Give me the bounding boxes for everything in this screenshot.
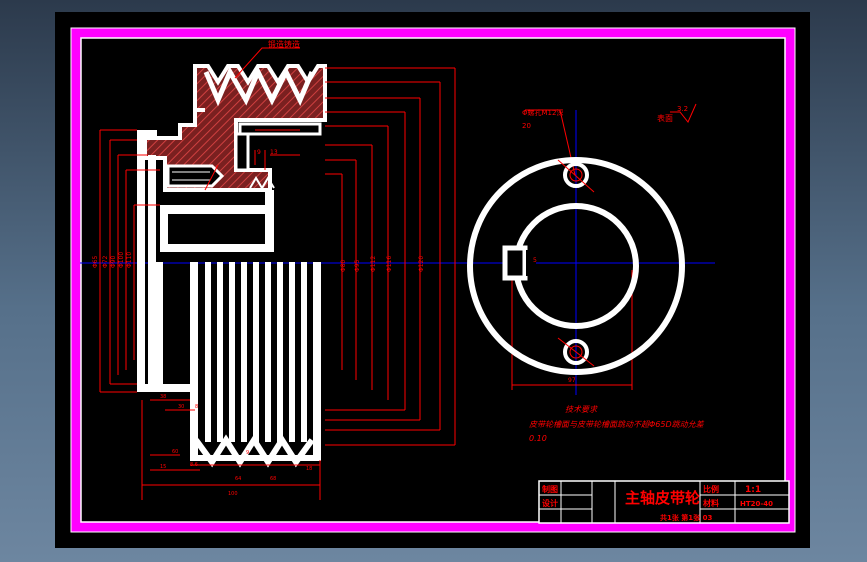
part-name: 主轴皮带轮 bbox=[625, 489, 700, 507]
hole-note-1: Φ螺孔M12深 bbox=[522, 108, 563, 117]
material-label: 材料 bbox=[703, 498, 719, 508]
dim-left-2: Φ90 bbox=[110, 255, 117, 268]
dim-bottom-8: 64 bbox=[235, 476, 241, 482]
section-view bbox=[137, 64, 327, 468]
title-block-text: 制图 设计 主轴皮带轮 比例 1:1 材料 HT20-40 共1张 第1张 03 bbox=[542, 484, 773, 522]
scale-label: 比例 bbox=[703, 484, 719, 494]
tech-req-text: 皮带轮槽面与皮带轮槽面跳动不超Φ65D跳动允差 bbox=[529, 420, 705, 429]
dim-bottom-5: 60 bbox=[172, 449, 178, 455]
drawn-label: 制图 bbox=[542, 484, 558, 494]
drawing-sheet bbox=[55, 12, 810, 548]
dim-bottom-9: 68 bbox=[270, 476, 276, 482]
dim-right-0: Φ80 bbox=[340, 259, 347, 272]
top-annotation: 锻造铸造 bbox=[268, 39, 300, 49]
dim-front: 97 bbox=[568, 377, 576, 384]
dim-bottom-0: 38 bbox=[160, 394, 166, 400]
dim-bottom-6: 8.6 bbox=[190, 462, 198, 468]
dim-small-2: 13 bbox=[270, 149, 278, 156]
dims-right-group: Φ80 Φ95 Φ112 Φ116 Φ120 bbox=[340, 256, 425, 272]
dim-bottom-1: 30 bbox=[178, 404, 184, 410]
outer-border bbox=[70, 27, 796, 533]
front-view bbox=[467, 157, 685, 375]
bolt-hole-bottom bbox=[563, 339, 589, 365]
dims-left-group: Φ65 Φ72 Φ90 Φ100 Φ110 bbox=[92, 252, 133, 268]
outer-circle bbox=[467, 157, 685, 375]
dim-left-3: Φ100 bbox=[118, 252, 125, 268]
dim-small-1: 9 bbox=[257, 149, 261, 156]
dim-right-2: Φ112 bbox=[370, 256, 377, 272]
inner-border bbox=[80, 37, 786, 523]
hole-note-2: 20 bbox=[522, 122, 531, 130]
dim-right-3: Φ116 bbox=[386, 256, 393, 272]
dim-bottom-2: 8 bbox=[195, 404, 198, 410]
dim-right-1: Φ95 bbox=[354, 259, 361, 272]
dim-keyway: 5 bbox=[533, 257, 537, 264]
dim-bottom-3: 9 bbox=[246, 450, 249, 456]
tech-req-title: 技术要求 bbox=[565, 405, 598, 414]
dimension-lines bbox=[99, 47, 697, 500]
keyway bbox=[502, 245, 528, 281]
annotations: 锻造铸造 Φ螺孔M12深 20 3.2 表面 技术要求 皮带轮槽面与皮带轮槽面跳… bbox=[257, 39, 705, 443]
scale-value: 1:1 bbox=[745, 485, 761, 495]
magenta-frame bbox=[71, 28, 795, 532]
roughness-value: 3.2 bbox=[677, 105, 688, 113]
material-value: HT20-40 bbox=[740, 500, 773, 508]
tech-req-value: 0.10 bbox=[529, 434, 547, 443]
dim-left-4: Φ110 bbox=[126, 252, 133, 268]
dim-right-4: Φ120 bbox=[418, 256, 425, 272]
title-block bbox=[538, 480, 790, 524]
bolt-hole-top bbox=[563, 162, 589, 188]
checked-label: 设计 bbox=[542, 498, 558, 508]
sheet-info: 共1张 第1张 03 bbox=[660, 513, 712, 522]
dim-bottom-7: 15 bbox=[160, 464, 166, 470]
dim-bottom-10: 100 bbox=[228, 491, 238, 497]
dim-left-1: Φ72 bbox=[102, 255, 109, 268]
roughness-label: 表面 bbox=[657, 113, 673, 123]
dim-left-0: Φ65 bbox=[92, 255, 99, 268]
dims-bottom-group: 38 30 8 9 18 60 8.6 15 64 68 100 bbox=[160, 394, 312, 497]
dim-bottom-4: 18 bbox=[306, 466, 312, 472]
